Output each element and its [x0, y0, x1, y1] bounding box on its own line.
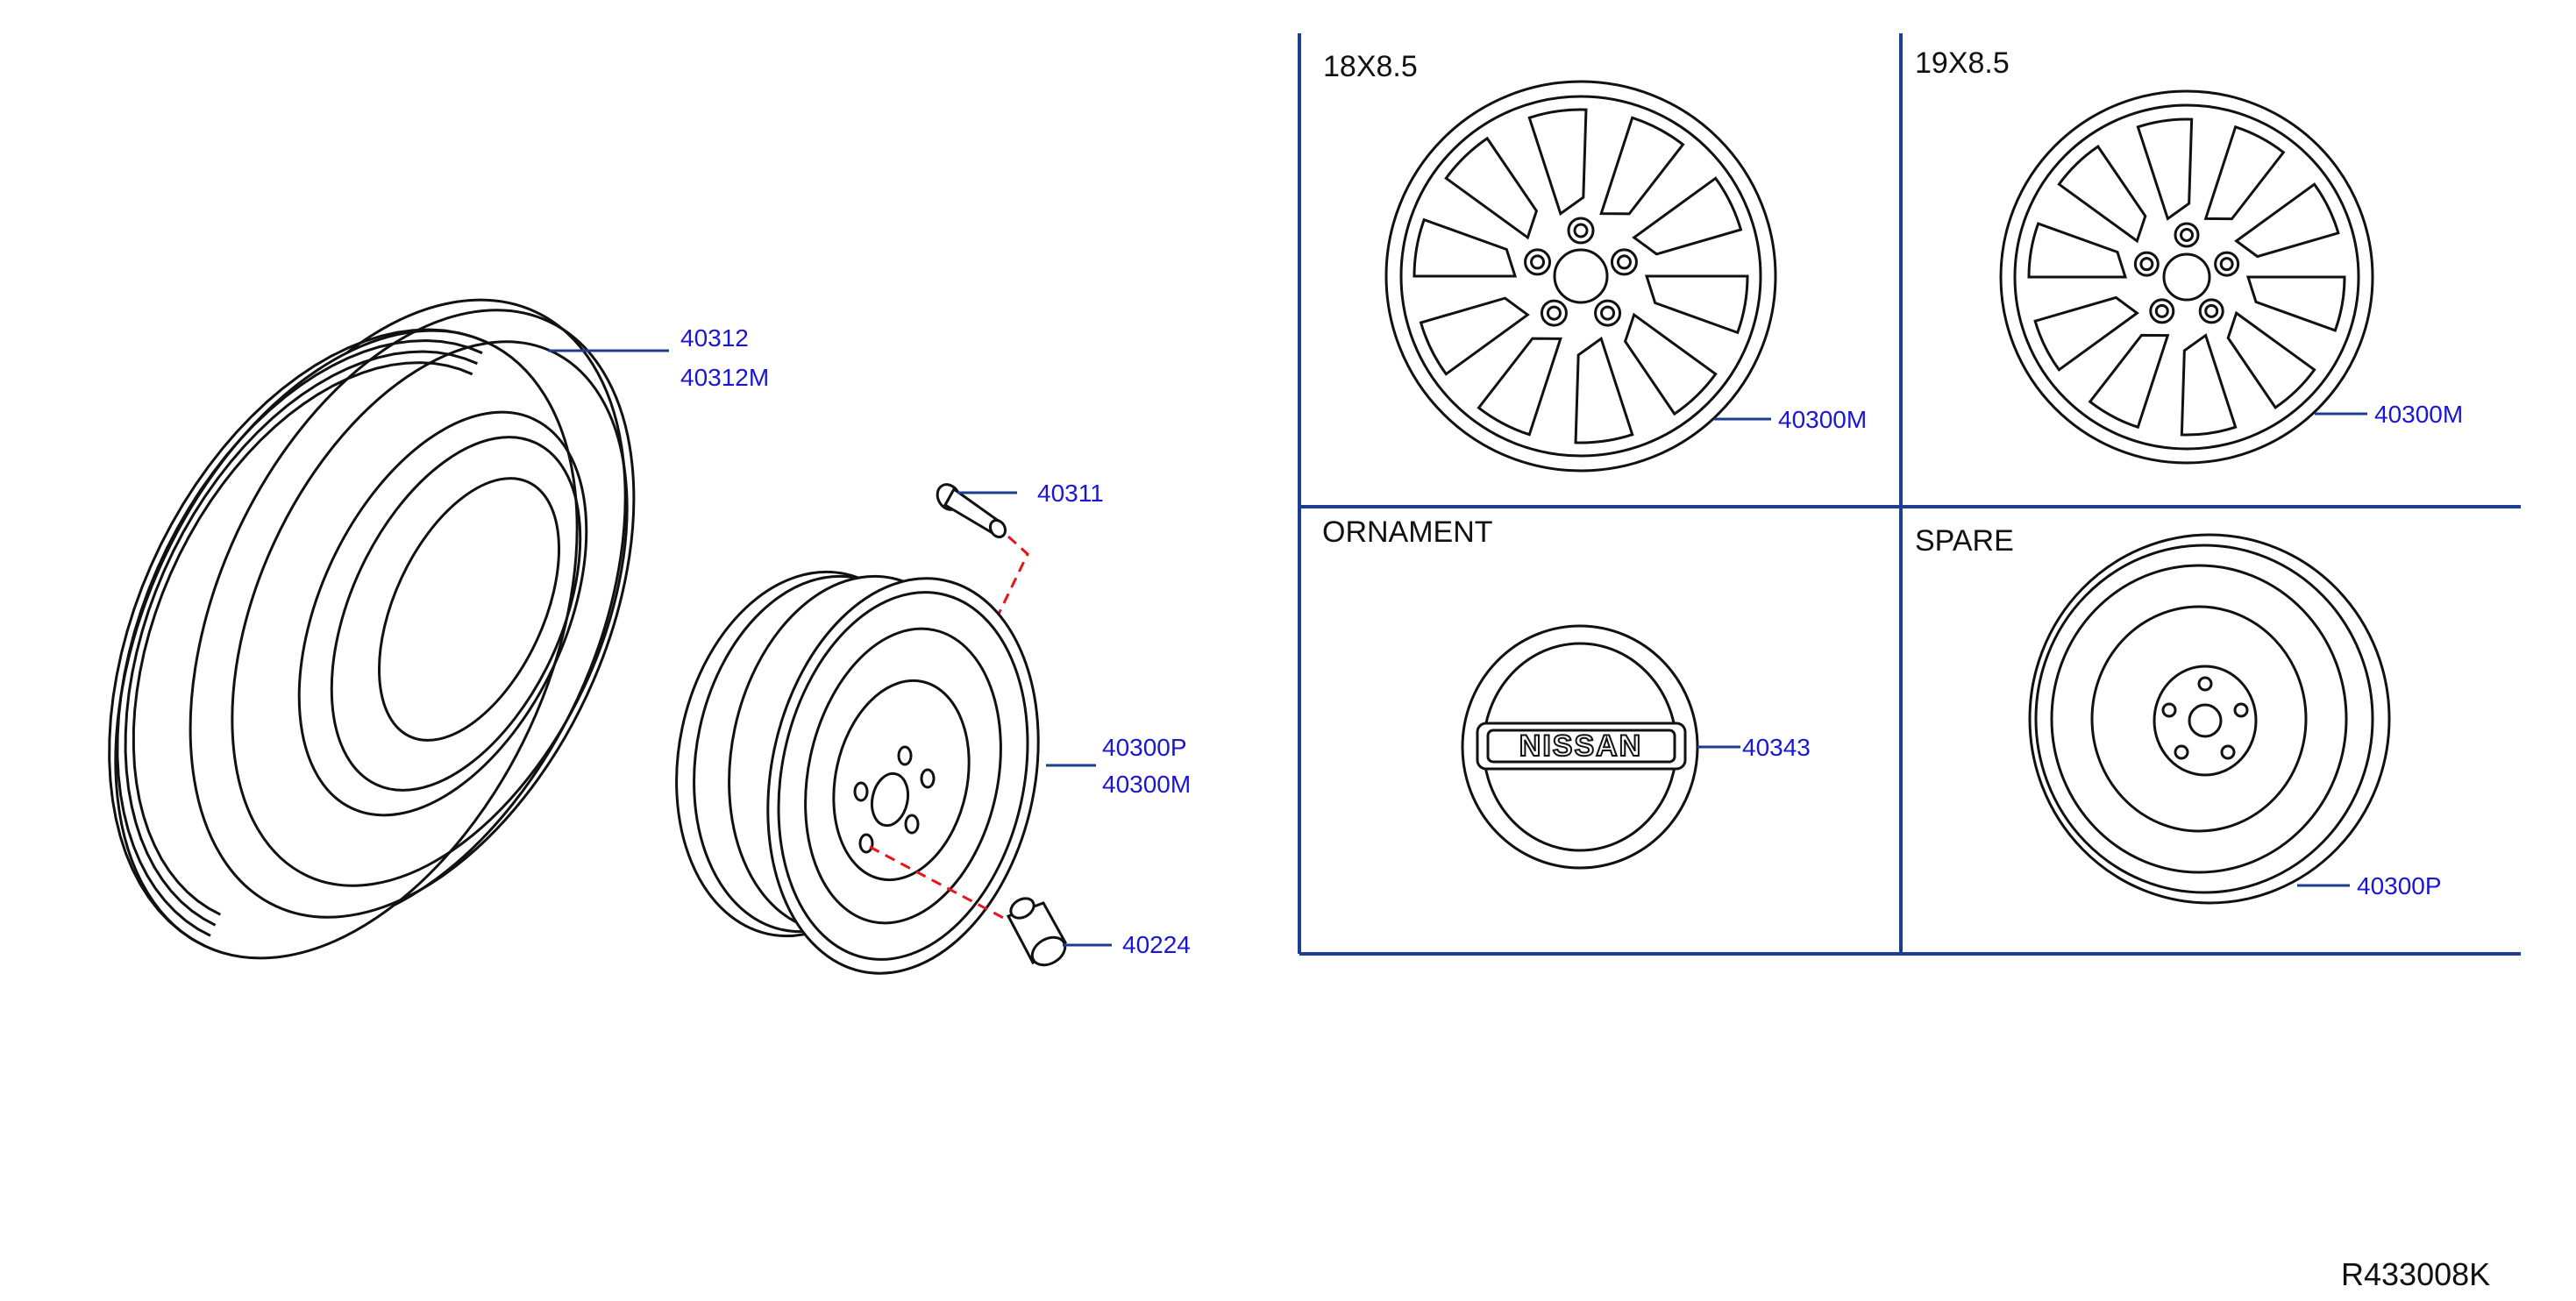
wheel-spoke-window: [1419, 296, 1530, 376]
part-number-ornament[interactable]: 40343: [1742, 734, 1811, 761]
lug-hole: [1567, 217, 1595, 245]
wheel-spoke-window: [2180, 333, 2238, 437]
part-number-alloy-18[interactable]: 40300M: [1778, 406, 1867, 433]
panel-title-ornament: ORNAMENT: [1322, 515, 1493, 549]
alloy-wheel-18-drawing: [1384, 80, 1777, 473]
part-number-steel-wheel-p[interactable]: 40300P: [1102, 734, 1187, 761]
part-number-valve[interactable]: 40311: [1037, 480, 1104, 507]
spare-wheel-drawing: [2028, 533, 2391, 905]
lug-hole: [1524, 248, 1552, 276]
part-number-lug-nut[interactable]: 40224: [1122, 931, 1191, 958]
wheel-spoke-window: [1477, 337, 1562, 437]
wheel-spoke-window: [1599, 116, 1685, 216]
lug-hole: [2174, 222, 2200, 248]
wheel-spoke-window: [2057, 145, 2147, 244]
valve-stem-drawing: [936, 483, 1007, 539]
part-number-alloy-19[interactable]: 40300M: [2374, 401, 2463, 428]
ornament-drawing: [1461, 624, 1699, 870]
wheel-spoke-window: [2088, 333, 2170, 430]
part-number-spare[interactable]: 40300P: [2357, 872, 2442, 899]
lug-hole-inner: [1600, 305, 1616, 321]
lug-hole-inner: [2154, 303, 2169, 318]
wheel-spoke-window: [1444, 136, 1539, 240]
lug-hole: [2149, 298, 2175, 324]
panel-title-spare: SPARE: [1915, 524, 2014, 558]
wheel-spoke-window: [2136, 117, 2194, 221]
lug-nut-drawing: [1006, 897, 1068, 967]
wheel-spoke-window: [2245, 275, 2346, 332]
part-number-tire[interactable]: 40312: [680, 324, 749, 352]
lug-hole: [2198, 298, 2224, 324]
wheel-spoke-window: [1632, 176, 1743, 256]
lug-hole-inner: [1616, 254, 1632, 270]
wheel-spoke-window: [1644, 274, 1749, 335]
wheel-spoke-window: [2234, 182, 2340, 259]
lug-hole: [1594, 299, 1622, 327]
lug-hole-inner: [1546, 305, 1562, 321]
steel-wheel-drawing: [675, 570, 1040, 975]
panel-title-18x8-5: 18X8.5: [1323, 50, 1418, 83]
lug-hole-inner: [2139, 257, 2154, 272]
wheel-spoke-window: [2226, 310, 2316, 409]
part-number-steel-wheel-m[interactable]: 40300M: [1102, 771, 1191, 798]
wheel-spoke-window: [2027, 222, 2128, 279]
lug-hole: [1540, 299, 1568, 327]
lug-hole-inner: [2219, 257, 2234, 272]
lug-hole-inner: [2204, 303, 2219, 318]
alloy-wheel-19-drawing: [1999, 89, 2374, 465]
lug-hole: [1610, 248, 1638, 276]
wheel-spoke-window: [2203, 124, 2286, 221]
wheel-spoke-window: [1413, 217, 1518, 278]
lug-hole: [2214, 251, 2240, 277]
panel-title-19x8-5: 19X8.5: [1915, 46, 2010, 80]
wheel-spoke-window: [2033, 295, 2139, 372]
ornament-logo-text: NISSAN: [1519, 729, 1642, 763]
wheel-spoke-window: [1527, 108, 1588, 217]
tire-drawing: [108, 298, 636, 960]
lug-hole-inner: [1573, 223, 1589, 238]
part-number-tire-m[interactable]: 40312M: [680, 364, 769, 391]
wheel-spoke-window: [1574, 336, 1634, 444]
reference-code: R433008K: [2341, 1256, 2490, 1292]
lug-hole: [2133, 251, 2160, 277]
lug-hole-inner: [1530, 254, 1546, 270]
wheel-spoke-window: [1623, 312, 1718, 416]
lug-hole-inner: [2180, 228, 2194, 242]
